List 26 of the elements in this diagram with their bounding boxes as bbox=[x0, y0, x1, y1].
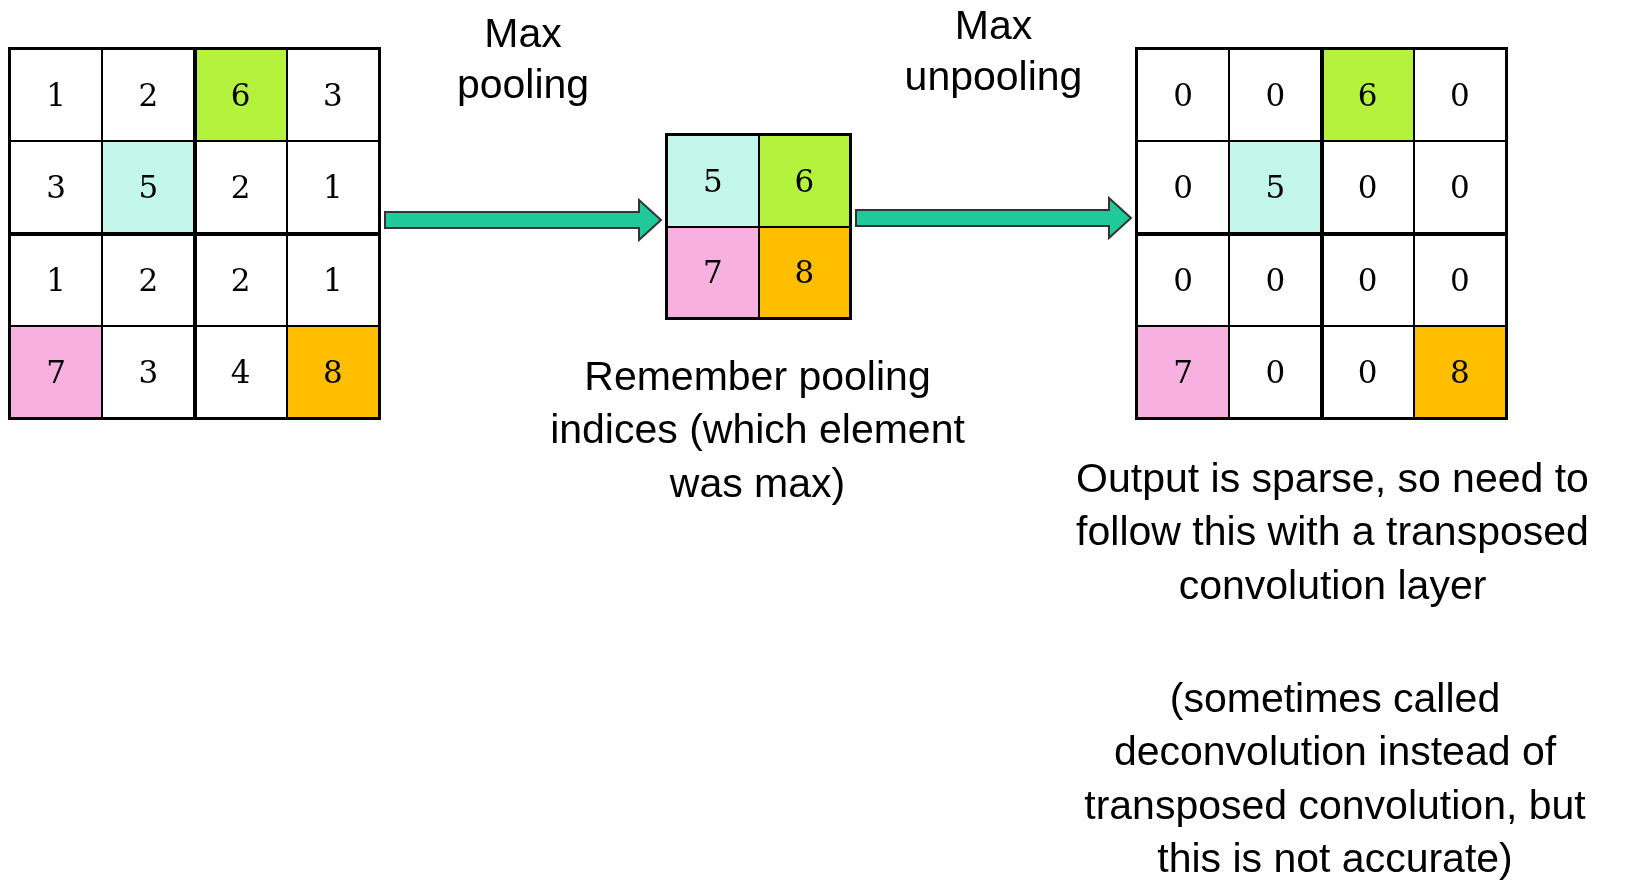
matrix-grid bbox=[1135, 47, 1508, 420]
block-arrow bbox=[384, 197, 663, 243]
block-arrow bbox=[855, 195, 1133, 241]
node-label: (sometimes called deconvolution instead of transposed convolution, but this is not accurate) bbox=[1083, 674, 1587, 883]
matrix-cell: 0 bbox=[1413, 49, 1506, 142]
matrix-cell: 3 bbox=[286, 49, 379, 142]
matrix-cell: 6 bbox=[758, 135, 850, 227]
matrix-cell: 8 bbox=[758, 226, 850, 318]
matrix-cell: 5 bbox=[102, 141, 195, 234]
matrix-cell: 5 bbox=[667, 135, 759, 227]
matrix-grid bbox=[665, 133, 852, 320]
matrix-cell: 8 bbox=[1413, 325, 1506, 418]
matrix-cell: 6 bbox=[194, 49, 287, 142]
matrix-cell: 5 bbox=[1229, 141, 1322, 234]
edge-label: Max pooling bbox=[455, 9, 591, 110]
node-label: Remember pooling indices (which element was max) bbox=[549, 352, 966, 508]
matrix-cell: 7 bbox=[10, 325, 103, 418]
matrix-cell: 8 bbox=[286, 325, 379, 418]
matrix-cell: 0 bbox=[1137, 49, 1230, 142]
edge-label: Max unpooling bbox=[903, 1, 1084, 102]
matrix-cell: 1 bbox=[10, 49, 103, 142]
matrix-cell: 7 bbox=[1137, 325, 1230, 418]
matrix-grid bbox=[8, 47, 381, 420]
matrix-cell: 7 bbox=[667, 226, 759, 318]
node-label: Output is sparse, so need to follow this with a transposed convolution layer bbox=[1075, 454, 1590, 610]
matrix-cell: 6 bbox=[1321, 49, 1414, 142]
